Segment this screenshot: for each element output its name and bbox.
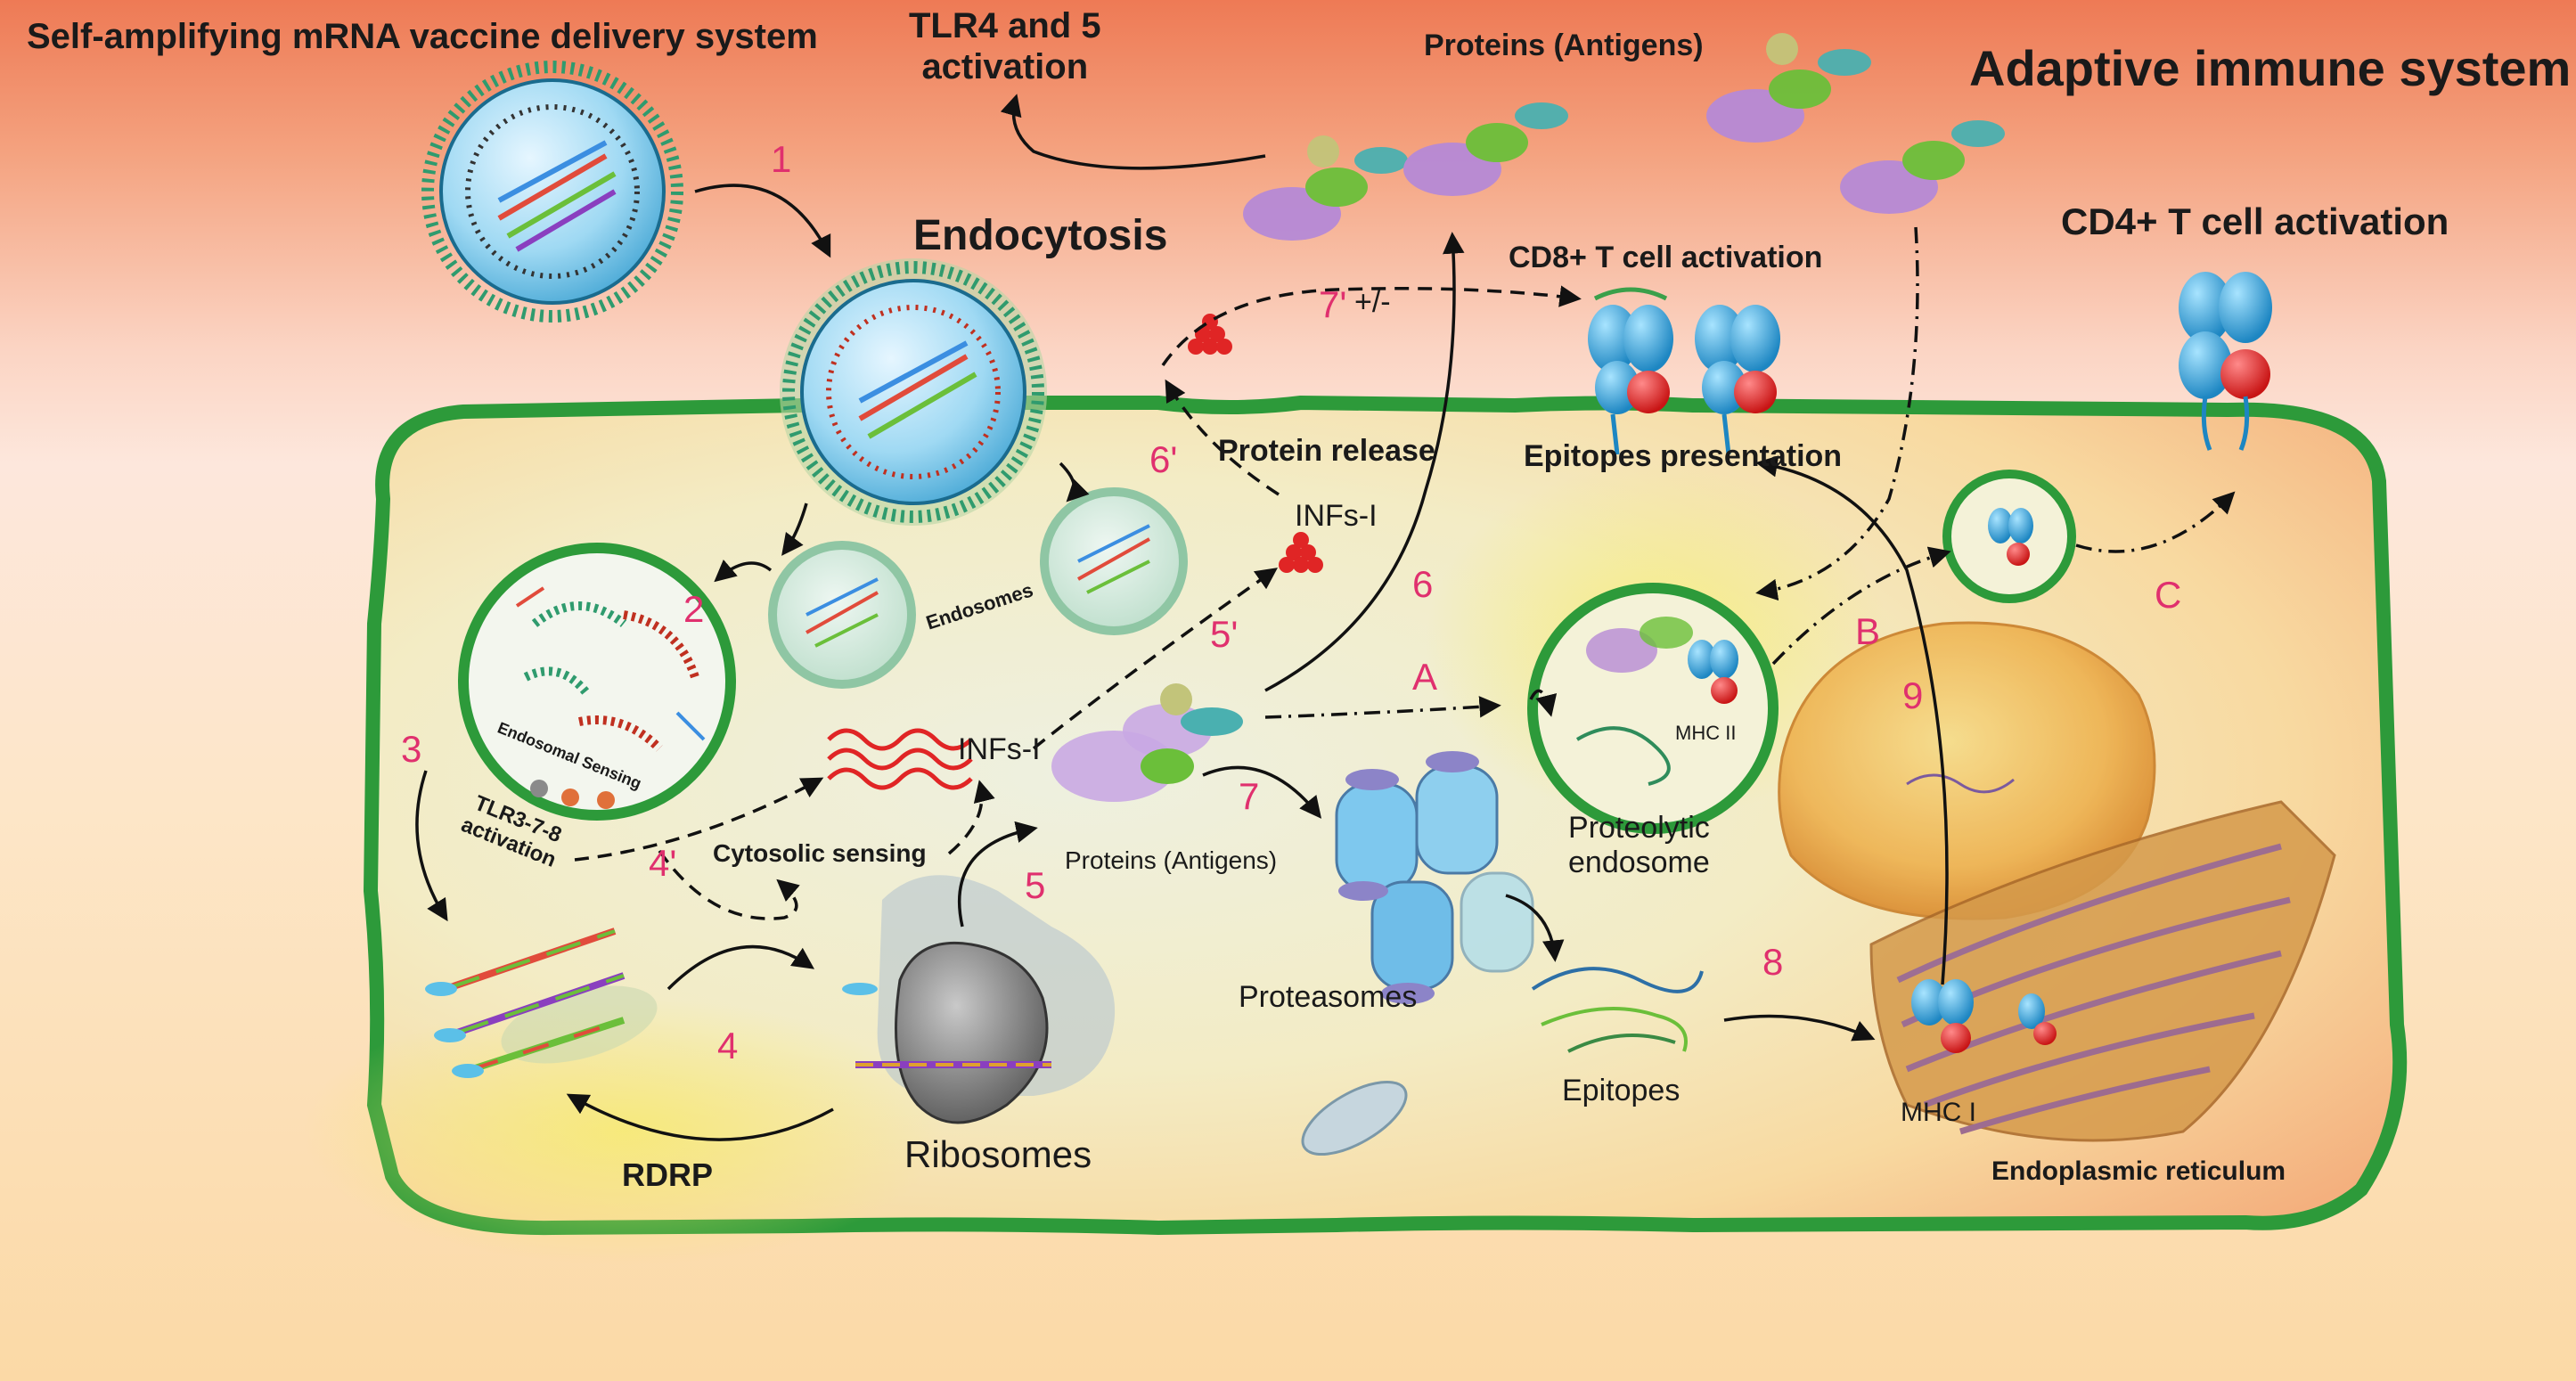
epitope-strands xyxy=(1531,967,1704,1053)
arrow-cytosolic-up xyxy=(947,780,995,855)
proteolytic-endosome-label: Proteolytic endosome xyxy=(1568,811,1710,880)
step-4: 4 xyxy=(717,1025,739,1066)
mhc-ii-vesicle xyxy=(1988,508,2033,566)
endoplasmic-reticulum-label: Endoplasmic reticulum xyxy=(1991,1156,2286,1186)
step-A: A xyxy=(1412,656,1438,698)
antigen-protein-group-top xyxy=(1243,33,2005,241)
arrow-step-5 xyxy=(957,821,1038,927)
arrow-rdrp xyxy=(566,1093,834,1141)
arrow-proteasome-epitopes xyxy=(1505,894,1565,962)
step-5: 5 xyxy=(1025,864,1046,906)
arrow-step-7 xyxy=(1202,765,1322,819)
arrow-tlr-to-infs xyxy=(574,777,824,862)
arrow-to-compartment xyxy=(714,559,773,583)
protein-release-label: Protein release xyxy=(1218,434,1435,468)
step-6: 6 xyxy=(1412,563,1434,605)
arrow-endocytosis-right xyxy=(1059,462,1090,503)
arrow-step-3 xyxy=(415,770,448,922)
mhc-ii-surface xyxy=(2179,272,2272,451)
proteins-top-label: Proteins (Antigens) xyxy=(1424,29,1704,62)
step-3: 3 xyxy=(401,728,422,770)
step-9: 9 xyxy=(1902,674,1924,716)
arrow-tlr45 xyxy=(1000,94,1266,170)
cd8-label: CD8+ T cell activation xyxy=(1509,241,1823,274)
proteolytic-endosome xyxy=(1527,583,1779,834)
nucleus xyxy=(1778,621,2156,920)
ribosome-shape xyxy=(842,875,1116,1124)
adaptive-title: Adaptive immune system xyxy=(1969,40,2572,96)
proteasomes-label: Proteasomes xyxy=(1239,980,1418,1014)
endosome-small-right xyxy=(1040,487,1188,635)
mhc-ii-endosome xyxy=(1688,640,1738,704)
infs-lower-label: INFs-I xyxy=(958,732,1041,766)
mitochondrion xyxy=(1301,1080,1408,1156)
antigen-protein-inner xyxy=(1051,683,1243,802)
step-8: 8 xyxy=(1762,941,1784,983)
step-6p: 6' xyxy=(1149,438,1178,480)
rdrp-label: RDRP xyxy=(622,1156,714,1193)
delivery-vesicle-top xyxy=(421,61,683,323)
arrow-step-4-right xyxy=(666,944,815,991)
endocytosis-vesicle xyxy=(780,258,1047,526)
mhc-ii-label: MHC II xyxy=(1675,722,1737,744)
arrow-step-9 xyxy=(1755,455,1949,985)
infs-cluster-mid xyxy=(1279,532,1323,573)
arrow-step-A xyxy=(1264,696,1501,719)
arrow-step-1 xyxy=(694,184,831,258)
system-title: Self-amplifying mRNA vaccine delivery sy… xyxy=(27,17,818,56)
mhc-i-surface-1 xyxy=(1588,287,1673,455)
mhc-i-label: MHC I xyxy=(1901,1098,1976,1127)
arrow-from-antigens-down xyxy=(1755,226,1919,601)
mhc-i-er xyxy=(1911,979,2057,1053)
infs-upper-label: INFs-I xyxy=(1295,499,1378,533)
arrow-step-4p xyxy=(658,849,800,920)
infs-cluster-top xyxy=(1188,314,1232,355)
rna-strands xyxy=(425,927,658,1078)
step-1: 1 xyxy=(771,138,792,180)
mhc-i-surface-2 xyxy=(1695,305,1780,455)
arrow-step-6p xyxy=(1165,379,1280,496)
proteins-inner-label: Proteins (Antigens) xyxy=(1065,846,1278,874)
step-7: 7 xyxy=(1239,775,1260,817)
arrow-step-7p xyxy=(1161,285,1582,366)
cd4-label: CD4+ T cell activation xyxy=(2061,200,2449,242)
plus-minus-label: +/- xyxy=(1354,285,1391,319)
arrow-step-B-to-vesicle xyxy=(1771,546,1951,666)
step-B: B xyxy=(1855,610,1881,652)
arrow-epitope-out xyxy=(1529,689,1558,717)
endoplasmic-reticulum-shape xyxy=(1869,800,2336,1142)
tlr45-label: TLR4 and 5 activation xyxy=(909,6,1101,86)
step-5p: 5' xyxy=(1210,613,1239,655)
arrow-endocytosis-left xyxy=(781,503,808,556)
step-7p: 7' xyxy=(1319,283,1347,325)
endosomal-sensing-compartment xyxy=(458,543,736,821)
step-C: C xyxy=(2155,574,2182,616)
arrow-step-C xyxy=(2075,491,2236,553)
arrow-step-5p xyxy=(1032,568,1279,750)
epitopes-presentation-label: Epitopes presentation xyxy=(1524,439,1843,473)
arrow-step-8 xyxy=(1723,1014,1876,1042)
ribosomes-label: Ribosomes xyxy=(904,1133,1092,1175)
step-2: 2 xyxy=(683,588,705,630)
endosome-small-left xyxy=(768,541,916,689)
cytosolic-sensing-label: Cytosolic sensing xyxy=(713,839,927,867)
infs-mrna-squiggles xyxy=(827,728,973,790)
proteasome-cluster xyxy=(1335,751,1534,1004)
epitopes-label: Epitopes xyxy=(1562,1074,1681,1107)
arrow-step-6 xyxy=(1264,232,1465,692)
step-4p: 4' xyxy=(649,842,677,884)
endocytosis-label: Endocytosis xyxy=(913,212,1168,259)
